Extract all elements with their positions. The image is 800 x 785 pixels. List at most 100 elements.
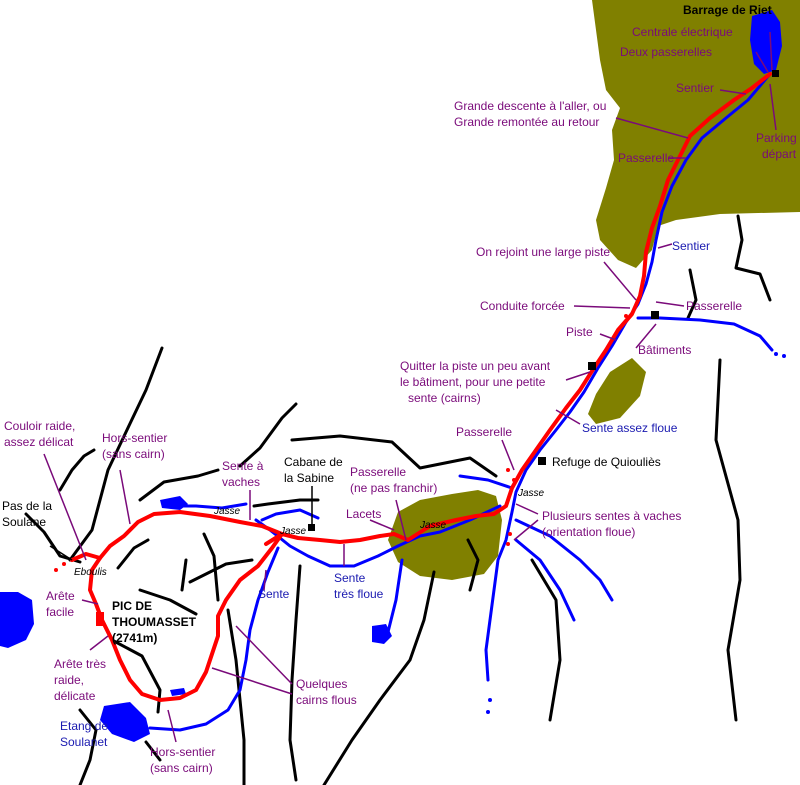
note-arete-facile-l1: Arête — [46, 589, 75, 603]
leader-line — [263, 569, 267, 591]
leader-line — [657, 243, 673, 249]
ridge-line — [226, 608, 246, 785]
route-dot — [506, 468, 510, 472]
building-barrage — [772, 70, 779, 77]
leader-line — [501, 439, 515, 471]
stream-main-valley — [484, 72, 772, 682]
note-couloir-l1: Couloir raide, — [4, 419, 75, 433]
ridge-line — [252, 498, 320, 508]
leader-line — [769, 31, 773, 71]
ridge-line — [202, 532, 220, 602]
ridge-line — [322, 570, 436, 785]
leader-line — [603, 261, 637, 301]
label-jasse-north: Jasse — [213, 506, 241, 517]
note-sentier-top: Sentier — [676, 81, 714, 95]
ridge-line — [138, 468, 220, 502]
label-jasse-cabane: Jasse — [279, 526, 307, 537]
note-centrale: Centrale électrique — [632, 25, 733, 39]
summit-marker — [96, 612, 104, 626]
note-plusieurs-l1: Plusieurs sentes à vaches — [542, 509, 681, 523]
hiking-route — [70, 72, 772, 702]
building-refuge — [538, 457, 546, 465]
route-dot — [62, 562, 66, 566]
stream-plateau — [174, 502, 248, 510]
label-etang-line1: Etang de — [60, 719, 108, 733]
ridge-line — [290, 434, 498, 478]
leader-line — [369, 519, 395, 531]
ridge-line — [144, 740, 162, 762]
note-sentier-mid: Sentier — [672, 239, 710, 253]
leader-line — [49, 545, 73, 561]
leader-line — [635, 323, 657, 349]
note-conduite: Conduite forcée — [480, 299, 565, 313]
leader-line — [565, 371, 591, 381]
note-arete-raide-l3: délicate — [54, 689, 96, 703]
leader-line — [515, 503, 539, 515]
leader-line — [81, 599, 99, 605]
leader-line — [513, 519, 539, 541]
label-jasse-refuge: Jasse — [517, 488, 545, 499]
buildings — [96, 70, 779, 626]
stream-dot — [486, 710, 490, 714]
stream-north-branch — [458, 474, 514, 490]
note-passerelle-mid: Passerelle — [456, 425, 512, 439]
note-grande-l1: Grande descente à l'aller, ou — [454, 99, 606, 113]
note-lacets: Lacets — [346, 507, 381, 521]
building-batiment — [651, 311, 659, 319]
stream-cabane — [260, 508, 320, 522]
label-barrage: Barrage de Riet — [683, 3, 772, 17]
note-sente-vaches-l2: vaches — [222, 475, 260, 489]
note-passerelle-nf-l2: (ne pas franchir) — [350, 481, 437, 495]
leader-lines-black — [49, 486, 313, 561]
note-couloir-l2: assez délicat — [4, 435, 74, 449]
note-on-rejoint: On rejoint une large piste — [476, 245, 610, 259]
terrain-plateau-center — [388, 490, 502, 580]
note-quitter-l1: Quitter la piste un peu avant — [400, 359, 551, 373]
water-features — [0, 10, 786, 742]
route-dots — [54, 314, 628, 572]
ridge-line — [188, 558, 254, 584]
note-arete-raide-l2: raide, — [54, 673, 84, 687]
stream-lower — [386, 558, 404, 634]
note-plusieurs-l2: (orientation floue) — [542, 525, 635, 539]
building-piste — [588, 362, 596, 370]
label-etang-line2: Soulanet — [60, 735, 108, 749]
route-main — [264, 72, 772, 546]
leader-line — [89, 635, 109, 651]
stream-sente-valley — [148, 546, 280, 732]
note-sente-tres-l2: très floue — [334, 587, 384, 601]
ridge-line — [116, 538, 150, 570]
leader-line — [573, 305, 631, 309]
route-dot — [508, 532, 512, 536]
route-dot — [506, 542, 510, 546]
leader-line — [615, 117, 689, 139]
note-passerelle-top: Passerelle — [618, 151, 674, 165]
note-arete-raide-l1: Arête très — [54, 657, 106, 671]
label-eboulis: Eboulis — [74, 567, 107, 578]
note-passerelle-right: Passerelle — [686, 299, 742, 313]
ridge-line — [58, 448, 96, 492]
note-hors-top-l2: (sans cairn) — [102, 447, 165, 461]
leader-line — [719, 89, 747, 95]
label-pic-alt: (2741m) — [112, 631, 157, 645]
ridge-line — [110, 638, 162, 714]
leader-line — [43, 453, 87, 561]
note-parking-l2: départ — [762, 147, 797, 161]
note-cairns-l1: Quelques — [296, 677, 347, 691]
terrain-mountain-top-right — [592, 0, 800, 268]
route-north-loop — [88, 510, 284, 702]
note-deux-passerelles: Deux passerelles — [620, 45, 712, 59]
leader-lines — [43, 31, 777, 743]
leader-line — [211, 667, 293, 695]
stream-dot — [782, 354, 786, 358]
lake-barrage-de-riet — [750, 10, 782, 74]
leader-line — [655, 301, 685, 307]
ridge-line — [180, 558, 188, 592]
route-summit-spur — [70, 552, 102, 562]
note-sente-tres-l1: Sente — [334, 571, 366, 585]
lake-small-bottom-left — [170, 688, 186, 696]
leader-line — [755, 51, 769, 73]
stream-right-fork-1 — [514, 518, 614, 602]
leader-line — [167, 709, 177, 743]
